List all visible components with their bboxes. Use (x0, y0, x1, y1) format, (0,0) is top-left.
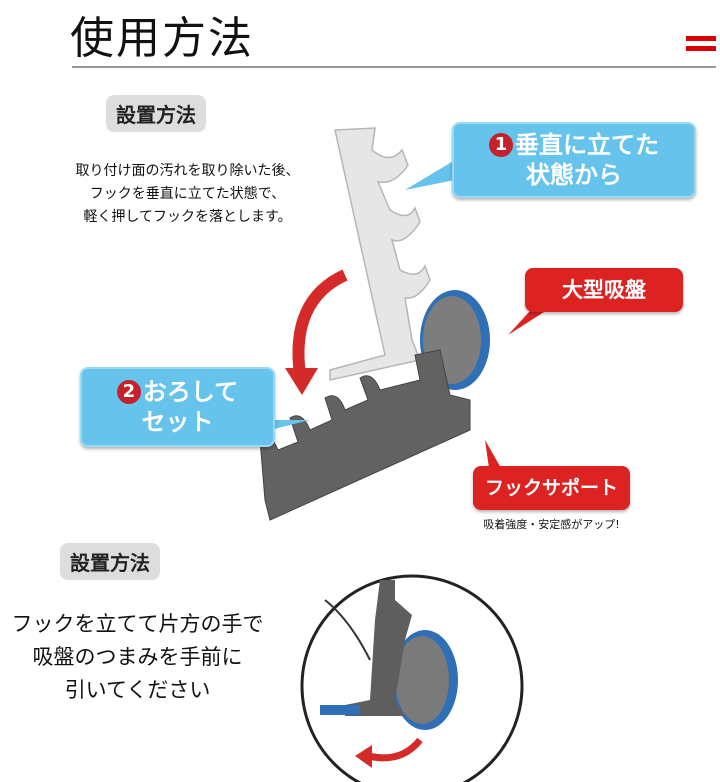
menu-icon-bar (686, 46, 716, 51)
description-line: フックを垂直に立てた状態で、 (89, 186, 286, 202)
hook-lowered (259, 349, 471, 521)
description-line: 取り付け面の汚れを取り除いた後、 (75, 163, 300, 179)
step-number-badge: 2 (116, 380, 141, 404)
section2-description: フックを立てて片方の手で 吸盤のつまみを手前に 引いてください (0, 608, 275, 707)
description-line: 引いてください (64, 678, 211, 702)
section1-description: 取り付け面の汚れを取り除いた後、 フックを垂直に立てた状態で、 軽く押してフック… (50, 160, 325, 229)
red-arrow-icon (292, 269, 348, 376)
description-line: 軽く押してフックを落とします。 (83, 209, 292, 225)
section1-badge: 設置方法 (106, 95, 206, 132)
callout-text: セット (141, 408, 214, 436)
description-line: 吸盤のつまみを手前に (32, 645, 243, 669)
step-number-badge: 1 (489, 133, 513, 157)
page-title: 使用方法 (70, 13, 254, 64)
hook-vertical (329, 127, 431, 381)
callout-text: 垂直に立てた (515, 131, 659, 159)
menu-icon (686, 36, 716, 41)
callout-suction: 大型吸盤 (525, 268, 683, 312)
callout-text: 状態から (526, 161, 622, 189)
description-line: フックを立てて片方の手で (11, 612, 264, 636)
section2-badge: 設置方法 (60, 543, 160, 580)
callout-text: おろして (142, 378, 239, 406)
support-note: 吸着強度・安定感がアップ! (483, 518, 620, 531)
callout-hook-support: フックサポート (473, 466, 630, 510)
title-divider (72, 66, 716, 68)
